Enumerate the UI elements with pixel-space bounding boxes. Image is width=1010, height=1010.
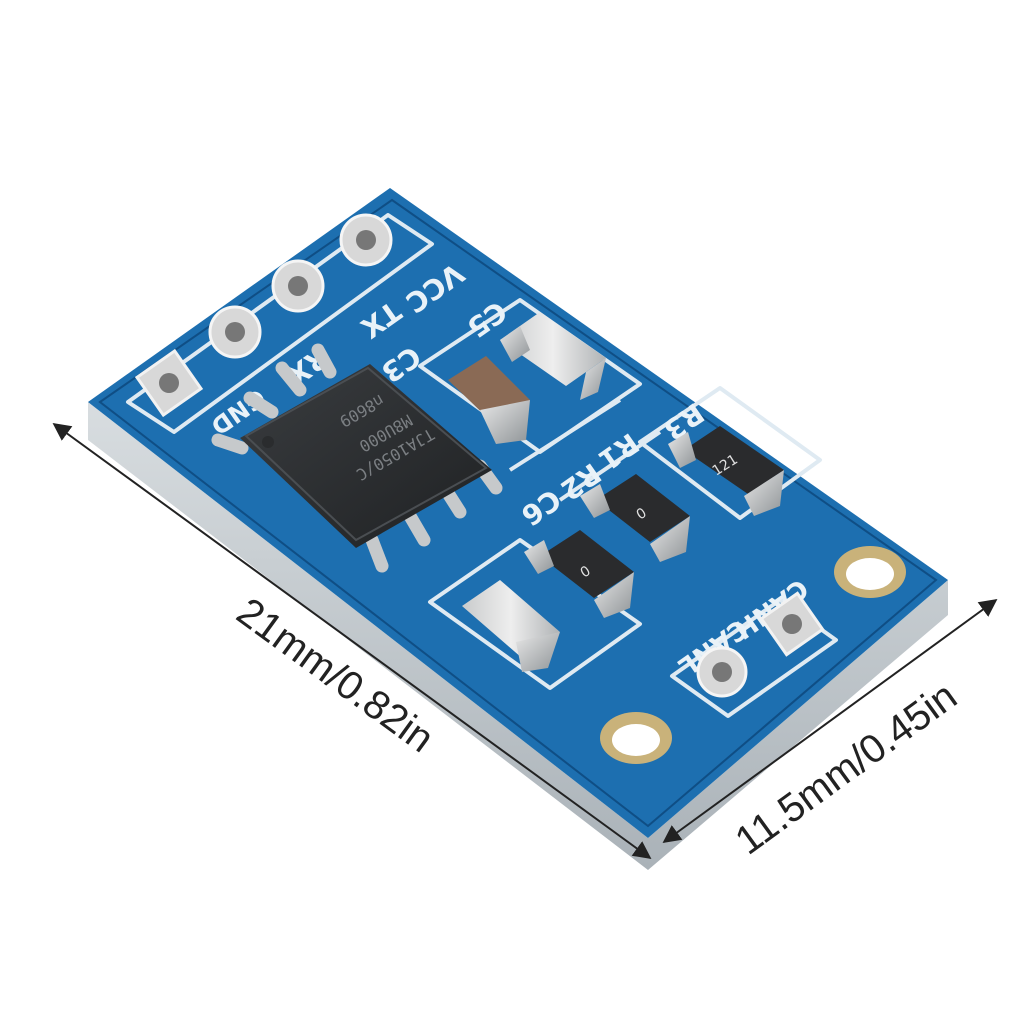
dimension-arrow-width	[662, 598, 998, 844]
dimension-arrow-length	[52, 422, 652, 860]
capacitor-c5	[500, 312, 606, 400]
resistor-r3: 121	[668, 426, 784, 516]
header-pins	[134, 213, 393, 418]
